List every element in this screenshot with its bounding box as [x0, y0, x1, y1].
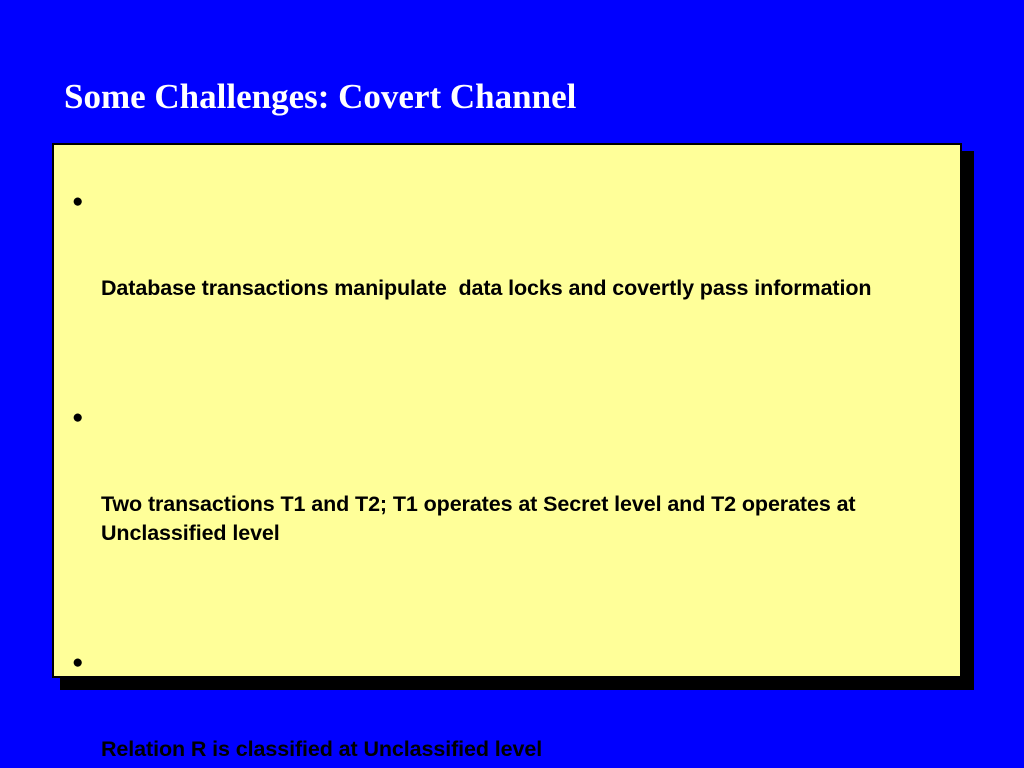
bullet-marker-icon: ● [72, 407, 84, 428]
bullet-item-2: ● Two transactions T1 and T2; T1 operate… [70, 403, 950, 606]
bullet-text: Relation R is classified at Unclassified… [101, 737, 543, 761]
bullet-text: Two transactions T1 and T2; T1 operates … [101, 492, 862, 545]
bullet-item-3: ● Relation R is classified at Unclassifi… [70, 648, 950, 768]
content-box: ● Database transactions manipulate data … [52, 143, 962, 761]
bullet-spacer [70, 606, 950, 648]
bullet-marker-icon: ● [72, 652, 84, 673]
bullet-spacer [70, 361, 950, 403]
bullet-list: ● Database transactions manipulate data … [70, 187, 950, 768]
page-title: Some Challenges: Covert Channel [64, 77, 577, 116]
bullet-text: Database transactions manipulate data lo… [101, 276, 872, 300]
bullet-item-1: ● Database transactions manipulate data … [70, 187, 950, 361]
bullet-marker-icon: ● [72, 191, 84, 212]
